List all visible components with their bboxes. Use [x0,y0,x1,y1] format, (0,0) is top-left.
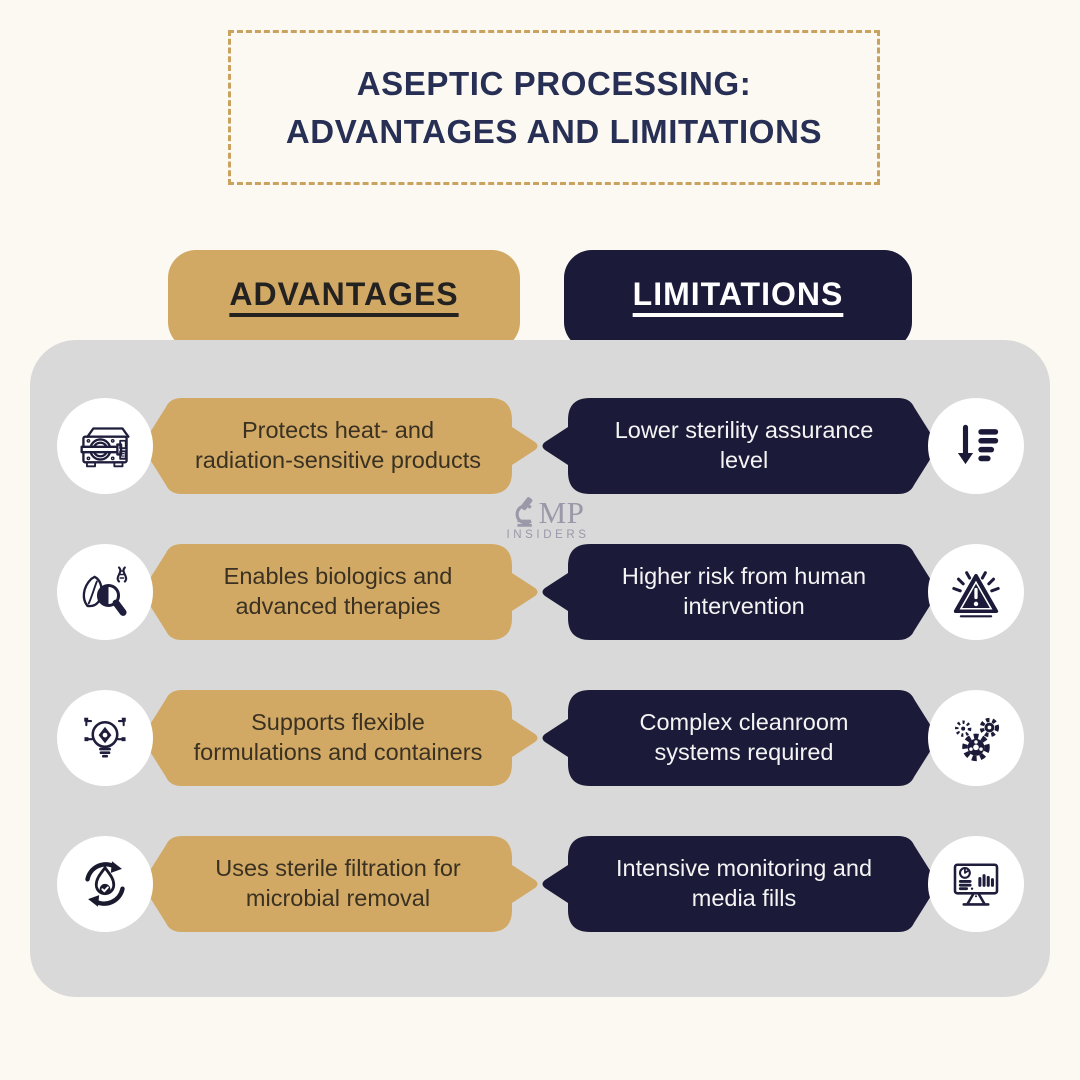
advantage-line-1: Supports flexible [251,709,425,736]
row-4: Uses sterile filtration for microbial re… [0,836,1080,932]
gears-icon [955,717,1000,762]
advantage-line-1: Protects heat- and [241,417,435,444]
limitation-text: Higher risk from human intervention [576,544,912,640]
advantage-line-2: advanced therapies [235,593,441,619]
limitation-line-2: level [719,447,769,473]
limitation-line-2: systems required [654,739,834,765]
limitation-text: Complex cleanroom systems required [576,690,912,786]
row-1: Protects heat- and radiation-sensitive p… [0,398,1080,494]
limitations-header-label: LIMITATIONS [632,275,844,312]
advantage-icon-circle [57,544,153,640]
title-box: ASEPTIC PROCESSING: ADVANTAGES AND LIMIT… [228,30,880,185]
advantage-text: Supports flexible formulations and conta… [170,690,506,786]
advantages-header-label: ADVANTAGES [229,275,459,312]
advantage-line-2: radiation-sensitive products [194,447,482,473]
limitation-banner [542,544,938,640]
advantage-text: Protects heat- and radiation-sensitive p… [170,398,506,494]
smart-bulb-icon [84,717,126,758]
advantage-line-2: microbial removal [245,885,431,911]
watermark-mp-text: MP [538,495,585,530]
advantage-text: Enables biologics and advanced therapies [170,544,506,640]
autoclave-icon [80,427,130,468]
limitations-header-pill: LIMITATIONS [564,250,912,350]
watermark-subtitle: INSIDERS [506,529,590,541]
filtration-recycle-icon [85,861,125,907]
advantage-line-1: Uses sterile filtration for [215,855,461,882]
limitation-line-1: Lower sterility assurance [614,417,874,444]
limitation-icon-circle [928,398,1024,494]
gmp-insiders-watermark: MP INSIDERS [494,496,602,541]
title-line-2: ADVANTAGES AND LIMITATIONS [285,112,823,150]
advantage-banner [142,398,538,494]
limitation-banner [542,398,938,494]
advantage-text: Uses sterile filtration for microbial re… [170,836,506,932]
advantages-header-pill: ADVANTAGES [168,250,520,350]
advantage-icon-circle [57,836,153,932]
limitation-line-1: Complex cleanroom [639,709,849,736]
row-2: Enables biologics and advanced therapies… [0,544,1080,640]
limitation-banner [542,836,938,932]
warning-triangle-icon [952,571,1000,618]
monitoring-dashboard-icon [953,863,999,906]
advantage-icon-circle [57,398,153,494]
limitation-icon-circle [928,544,1024,640]
advantage-banner [142,836,538,932]
limitation-icon-circle [928,836,1024,932]
limitation-line-1: Higher risk from human [621,563,867,590]
sort-descending-icon [957,424,999,465]
page-title: ASEPTIC PROCESSING: ADVANTAGES AND LIMIT… [286,60,822,156]
limitation-line-1: Intensive monitoring and [615,855,873,882]
limitation-banner [542,690,938,786]
limitation-text: Intensive monitoring and media fills [576,836,912,932]
limitation-text: Lower sterility assurance level [576,398,912,494]
advantage-line-2: formulations and containers [193,739,483,765]
limitation-icon-circle [928,690,1024,786]
limitation-line-2: media fills [691,885,797,911]
advantage-banner [142,544,538,640]
limitation-line-2: intervention [683,593,805,619]
row-3: Supports flexible formulations and conta… [0,690,1080,786]
watermark-brand: MP [494,496,602,528]
advantage-icon-circle [57,690,153,786]
advantage-line-1: Enables biologics and [223,563,453,590]
advantage-banner [142,690,538,786]
title-line-1: ASEPTIC PROCESSING: [356,64,752,102]
microscope-icon [515,497,532,527]
biologics-magnifier-icon [82,566,128,616]
